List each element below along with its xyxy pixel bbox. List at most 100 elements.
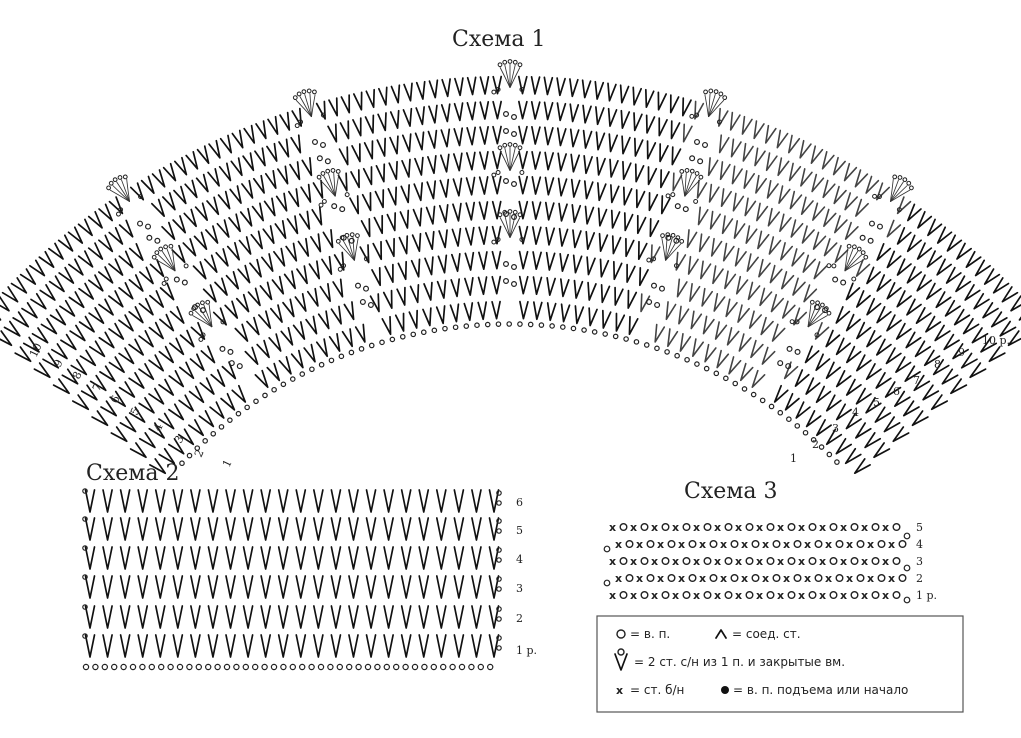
- chain-stitch: [317, 156, 322, 161]
- double-crochet-stitch: [441, 129, 451, 147]
- chain-stitch: [624, 337, 628, 341]
- double-crochet-stitch: [169, 404, 186, 422]
- chain-stitch: [725, 524, 732, 531]
- double-crochet-stitch: [874, 275, 891, 293]
- double-crochet-stitch: [191, 518, 200, 540]
- single-crochet-stitch: x: [861, 589, 868, 602]
- double-crochet-stitch: [852, 459, 870, 476]
- single-crochet-stitch: x: [798, 555, 805, 568]
- chain-stitch: [835, 460, 839, 464]
- double-crochet-stitch: [138, 635, 147, 657]
- chain-stitch: [641, 524, 648, 531]
- schema1-row-label: 6: [893, 385, 900, 398]
- double-crochet-stitch: [606, 109, 616, 127]
- chain-stitch: [234, 664, 239, 669]
- double-crochet-stitch: [379, 87, 390, 105]
- double-crochet-stitch: [519, 152, 527, 169]
- single-crochet-stitch: x: [714, 521, 721, 534]
- double-crochet-stitch: [792, 370, 808, 388]
- double-crochet-stitch: [467, 127, 476, 144]
- chain-stitch: [196, 664, 201, 669]
- chain-stitch: [180, 461, 184, 465]
- double-crochet-stitch: [205, 255, 220, 274]
- double-crochet-stitch: [695, 207, 708, 226]
- double-crochet-stitch: [925, 219, 942, 237]
- double-crochet-stitch: [694, 181, 707, 200]
- double-crochet-stitch: [557, 153, 566, 171]
- double-crochet-stitch: [31, 294, 49, 312]
- double-crochet-stitch: [915, 212, 932, 230]
- double-crochet-stitch: [854, 389, 871, 407]
- chain-stitch: [767, 558, 774, 565]
- double-crochet-stitch: [226, 547, 235, 569]
- double-crochet-stitch: [717, 162, 730, 181]
- shell-fan-motif: [286, 86, 326, 128]
- double-crochet-stitch: [800, 255, 815, 274]
- double-crochet-stitch: [831, 187, 846, 206]
- chain-stitch: [704, 524, 711, 531]
- double-crochet-stitch: [788, 220, 803, 239]
- double-crochet-stitch: [581, 80, 591, 98]
- double-crochet-stitch: [181, 330, 197, 348]
- double-crochet-stitch: [226, 635, 235, 657]
- double-crochet-stitch: [261, 606, 270, 628]
- double-crochet-stitch: [466, 203, 475, 221]
- double-crochet-stitch: [129, 373, 146, 391]
- single-crochet-stitch: x: [672, 521, 679, 534]
- double-crochet-stitch: [396, 313, 408, 331]
- double-crochet-stitch: [257, 341, 272, 360]
- double-crochet-stitch: [239, 237, 254, 256]
- double-crochet-stitch: [39, 252, 56, 270]
- chain-stitch: [675, 354, 679, 358]
- schema1-row-label: 10 р.: [982, 334, 1010, 347]
- double-crochet-stitch: [642, 90, 653, 108]
- double-crochet-stitch: [0, 296, 12, 313]
- single-crochet-stitch: x: [720, 538, 727, 551]
- single-crochet-stitch: x: [882, 521, 889, 534]
- single-crochet-stitch: x: [819, 555, 826, 568]
- chain-stitch: [685, 358, 689, 362]
- double-crochet-stitch: [842, 223, 858, 242]
- chain-stitch: [733, 381, 737, 385]
- chain-stitch: [731, 575, 738, 582]
- double-crochet-stitch: [923, 317, 940, 335]
- double-crochet-stitch: [254, 176, 268, 195]
- double-crochet-stitch: [208, 576, 217, 598]
- double-crochet-stitch: [228, 243, 243, 262]
- chain-stitch: [390, 337, 394, 341]
- single-crochet-stitch: x: [741, 572, 748, 585]
- chain-stitch: [497, 529, 501, 533]
- double-crochet-stitch: [454, 490, 463, 512]
- chain-stitch: [432, 328, 436, 332]
- double-crochet-stitch: [480, 127, 489, 144]
- single-crochet-stitch: x: [630, 521, 637, 534]
- chain-stitch: [655, 346, 659, 350]
- double-crochet-stitch: [560, 304, 570, 322]
- double-crochet-stitch: [226, 606, 235, 628]
- chain-stitch: [245, 405, 249, 409]
- double-crochet-stitch: [492, 277, 500, 294]
- double-crochet-stitch: [479, 277, 488, 294]
- single-crochet-icon: x: [616, 684, 623, 697]
- double-crochet-stitch: [301, 185, 314, 204]
- double-crochet-stitch: [89, 308, 106, 326]
- chain-stitch: [571, 326, 575, 330]
- chain-stitch: [794, 575, 801, 582]
- double-crochet-stitch: [884, 251, 901, 269]
- double-crochet-stitch: [646, 219, 658, 237]
- double-crochet-stitch: [777, 243, 792, 262]
- double-crochet-stitch: [472, 606, 481, 628]
- double-crochet-stitch: [209, 141, 223, 160]
- chain-stitch: [641, 592, 648, 599]
- double-crochet-stitch: [103, 635, 112, 657]
- double-crochet-stitch: [365, 141, 376, 159]
- double-crochet-stitch: [799, 226, 814, 245]
- double-crochet-stitch: [914, 308, 931, 326]
- double-crochet-stitch: [221, 394, 238, 412]
- double-crochet-stitch: [419, 518, 428, 540]
- double-crochet-stitch: [429, 105, 439, 123]
- double-crochet-stitch: [464, 303, 473, 321]
- double-crochet-stitch: [268, 117, 281, 136]
- chain-stitch: [431, 664, 436, 669]
